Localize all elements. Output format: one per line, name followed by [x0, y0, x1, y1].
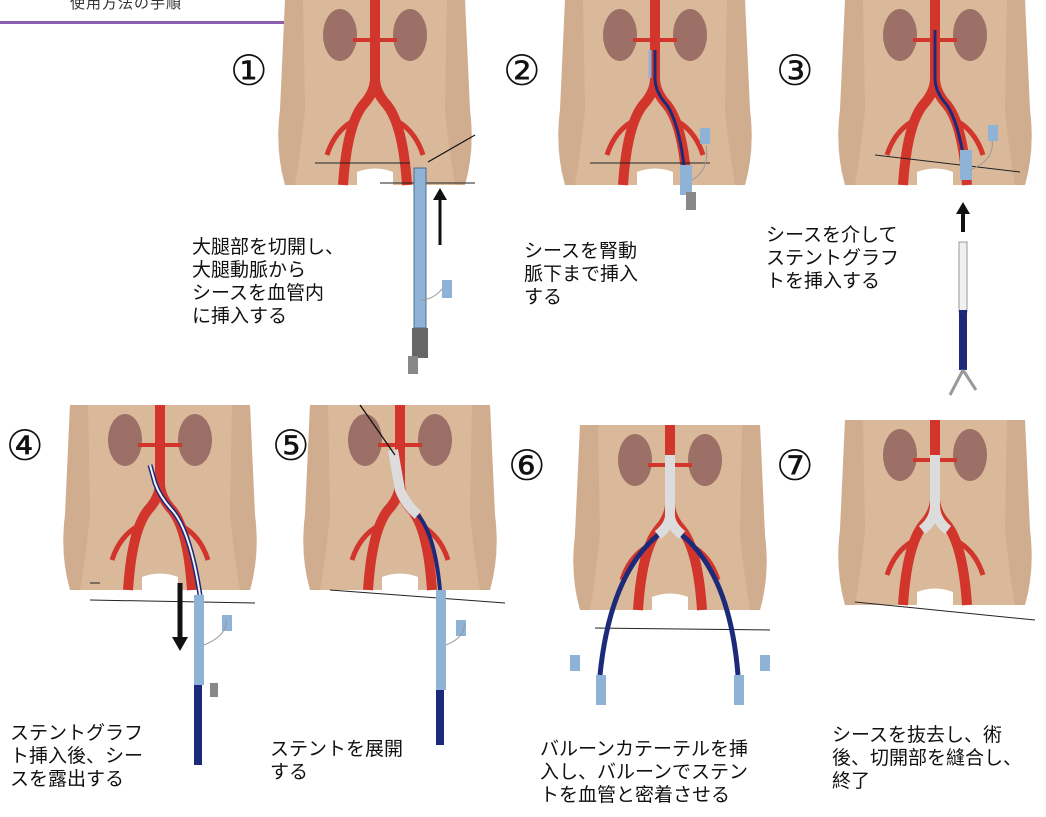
step-2-caption: シースを腎動 脈下まで挿入 する — [524, 240, 638, 309]
step-1-caption: 大腿部を切開し、 大腿動脈から シースを血管内 に挿入する — [192, 236, 344, 328]
step-3-panel: ③ — [770, 0, 1046, 400]
step-6-caption: バルーンカテーテルを挿 入し、バルーンでステン トを血管と密着させる — [540, 738, 748, 807]
step-6-number: ⑥ — [508, 445, 546, 487]
step-5-panel: ⑤ — [260, 405, 510, 765]
step-7-caption: シースを抜去し、術 後、切開部を縫合し、 終了 — [832, 724, 1022, 793]
step-2-number: ② — [503, 50, 541, 92]
step-5-caption: ステントを展開 する — [270, 738, 403, 784]
step-6-panel: ⑥ — [500, 405, 780, 765]
header-title: 使用方法の手順 — [70, 0, 182, 13]
step-4-number: ④ — [6, 425, 44, 467]
step-2-panel: ② — [500, 0, 730, 220]
step-7-number: ⑦ — [776, 445, 814, 487]
step-5-number: ⑤ — [272, 425, 310, 467]
step-1-panel: ① — [230, 0, 480, 400]
step-3-caption: シースを介して ステントグラフ トを挿入する — [766, 224, 899, 293]
step-4-panel: ④ — [0, 405, 260, 765]
step-2-illustration — [500, 0, 730, 220]
step-1-number: ① — [230, 50, 268, 92]
step-3-number: ③ — [776, 50, 814, 92]
step-7-panel: ⑦ — [770, 405, 1046, 705]
step-4-caption: ステントグラフ ト挿入後、シー スを露出する — [10, 722, 143, 791]
